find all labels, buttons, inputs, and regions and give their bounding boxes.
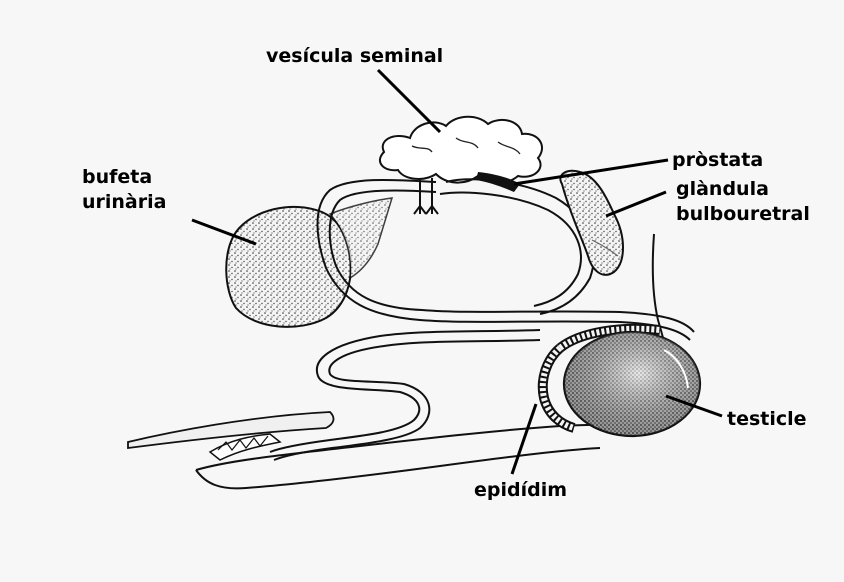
label-epididymis: epidídim (474, 478, 567, 502)
bulbourethral-gland (560, 171, 623, 275)
label-gland-line1: glàndula (676, 177, 769, 201)
label-seminal-vesicle: vesícula seminal (266, 44, 443, 68)
label-bladder-line1: bufeta (82, 165, 152, 189)
label-prostate: pròstata (672, 148, 763, 172)
testicle (564, 332, 700, 436)
label-gland-line2: bulbouretral (676, 202, 810, 226)
label-bladder-line2: urinària (82, 190, 166, 214)
label-testicle: testicle (727, 407, 807, 431)
